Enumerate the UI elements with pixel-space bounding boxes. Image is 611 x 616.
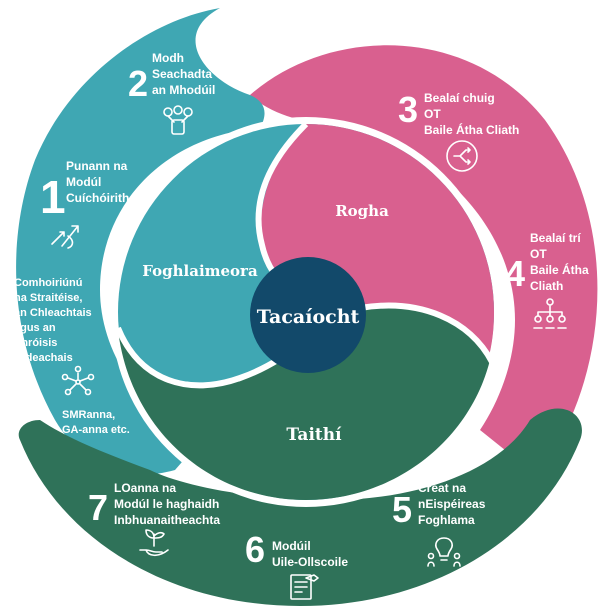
item-6: 6 Modúil Uile-Ollscoile [245, 529, 348, 600]
inner-lobe-green [118, 305, 490, 500]
item-3-line-3: Baile Átha Cliath [424, 122, 519, 137]
item-1: 1 Punann na Modúl Cuíchóirithe [40, 159, 136, 249]
devices-people-icon [163, 105, 193, 135]
item-1-line-1: Punann na [66, 159, 128, 173]
item-5-number: 5 [392, 489, 412, 530]
hierarchy-people-icon [533, 298, 567, 329]
side-footer-line-2: GA-anna etc. [62, 424, 130, 436]
item-7-line-2: Modúl le haghaidh [114, 497, 219, 511]
item-5-line-2: nEispéireas [418, 497, 486, 511]
item-5-line-1: Creat na [418, 481, 466, 495]
item-1-line-3: Cuíchóirithe [66, 191, 136, 205]
side-text-line-3: an Chleachtais [14, 307, 92, 319]
item-2-number: 2 [128, 63, 148, 104]
item-6-line-2: Uile-Ollscoile [272, 555, 348, 569]
side-text-line-4: agus an [14, 322, 56, 334]
recycle-arrows-icon [51, 225, 79, 249]
side-text-line-2: na Straitéise, [14, 292, 82, 304]
item-1-number: 1 [40, 171, 66, 223]
item-7-line-1: LOanna na [114, 481, 176, 495]
item-3: 3 Bealaí chuig OT Baile Átha Cliath [398, 89, 519, 172]
inner-label-experience: Taithí [286, 425, 342, 445]
item-7-line-3: Inbhuanaitheachta [114, 513, 220, 527]
item-2-line-2: Seachadta [152, 67, 212, 81]
item-6-number: 6 [245, 529, 265, 570]
item-5: 5 Creat na nEispéireas Foghlama [392, 481, 486, 567]
item-2: 2 Modh Seachadta an Mhodúil [128, 51, 215, 135]
item-3-line-1: Bealaí chuig [424, 91, 495, 105]
item-3-line-2: OT [424, 107, 441, 121]
item-4-line-2: OT [530, 247, 547, 261]
side-text-line-1: Comhoiriúnú [14, 277, 82, 289]
item-4-line-4: Cliath [530, 279, 563, 293]
side-text-line-6: Oideachais [14, 352, 73, 364]
lightbulb-people-icon [427, 537, 461, 567]
item-7-number: 7 [88, 487, 108, 528]
item-7: 7 LOanna na Modúl le haghaidh Inbhuanait… [88, 481, 220, 557]
item-2-line-1: Modh [152, 51, 184, 65]
item-4-line-3: Baile Átha [530, 262, 589, 277]
pathway-arrows-icon [446, 140, 478, 172]
item-4-line-1: Bealaí trí [530, 231, 581, 245]
people-circle-icon [61, 365, 95, 396]
center-circle [250, 257, 366, 373]
inner-label-choice: Rogha [335, 202, 389, 220]
item-4-number: 4 [505, 253, 525, 294]
item-2-line-3: an Mhodúil [152, 83, 215, 97]
hand-plant-icon [139, 529, 169, 557]
center-label: Tacaíocht [257, 306, 360, 328]
inner-label-learner: Foghlaimeora [142, 262, 258, 280]
side-text-block: Comhoiriúnú na Straitéise, an Chleachtai… [14, 277, 130, 436]
item-4: 4 Bealaí trí OT Baile Átha Cliath [505, 231, 589, 329]
outer-band-pink [250, 45, 598, 470]
item-6-line-1: Modúil [272, 539, 311, 553]
side-text-line-5: Phróisis [14, 337, 57, 349]
item-5-line-3: Foghlama [418, 513, 475, 527]
item-1-line-2: Modúl [66, 175, 101, 189]
certificate-icon [290, 574, 319, 600]
outer-band-blue [16, 8, 265, 475]
side-footer-line-1: SMRanna, [62, 409, 115, 421]
item-3-number: 3 [398, 89, 418, 130]
divider-swirl-2 [359, 302, 495, 364]
